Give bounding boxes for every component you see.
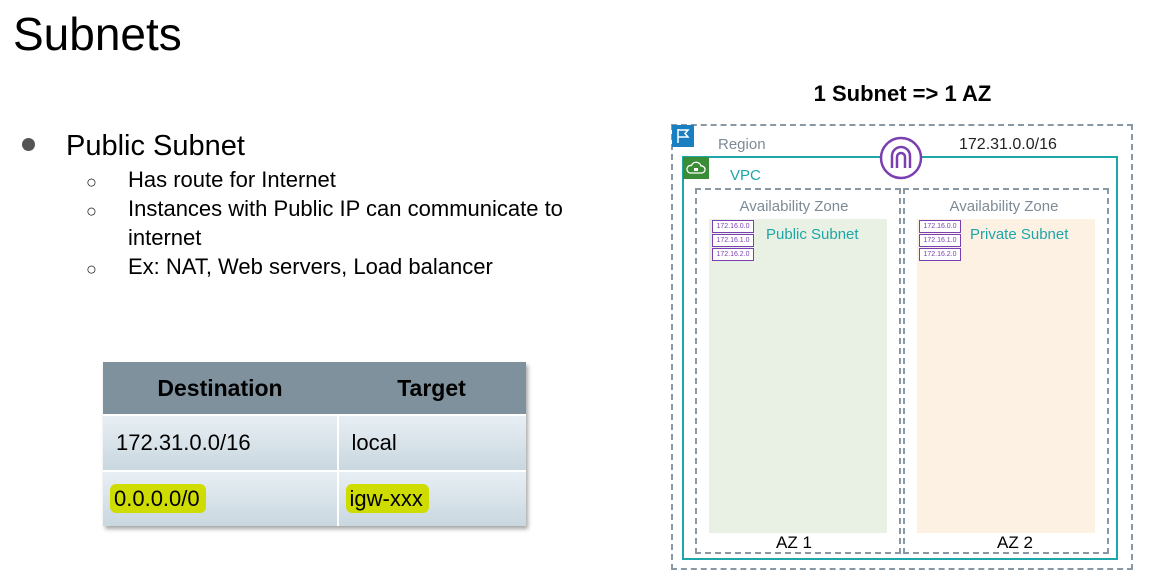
subbullet-public-ip: Instances with Public IP can communicate… bbox=[128, 196, 563, 221]
header-destination: Destination bbox=[103, 362, 338, 415]
subbullet-public-ip-cont: internet bbox=[128, 225, 202, 250]
cell-destination: 172.31.0.0/16 bbox=[103, 414, 339, 471]
availability-zone-label: Availability Zone bbox=[949, 198, 1059, 215]
subnet-cidr-badge: 172.16.2.0 bbox=[919, 248, 961, 261]
subbullet-mark: ○ bbox=[86, 201, 97, 221]
public-subnet-area bbox=[709, 219, 887, 533]
az-name: AZ 1 bbox=[776, 533, 812, 552]
subnet-cidr-badge: 172.16.1.0 bbox=[712, 234, 754, 247]
bullet-public-subnet: Public Subnet bbox=[66, 130, 245, 162]
subnet-cidr-badge: 172.16.0.0 bbox=[712, 220, 754, 233]
private-subnet-label: Private Subnet bbox=[970, 226, 1069, 243]
availability-zone-1 bbox=[695, 188, 901, 554]
table-row: 172.31.0.0/16 local bbox=[103, 414, 526, 471]
subbullet-mark: ○ bbox=[86, 172, 97, 192]
subnet-cidr-badge: 172.16.2.0 bbox=[712, 248, 754, 261]
availability-zone-2 bbox=[903, 188, 1109, 554]
region-label: Region bbox=[718, 136, 766, 153]
header-target: Target bbox=[337, 362, 526, 415]
subnet-cidr-badge: 172.16.0.0 bbox=[919, 220, 961, 233]
region-box bbox=[671, 124, 1133, 570]
cell-target: local bbox=[337, 414, 526, 471]
private-subnet-area bbox=[917, 219, 1095, 533]
slide-title: Subnets bbox=[13, 8, 182, 60]
availability-zone-label: Availability Zone bbox=[739, 198, 849, 215]
az-name: AZ 2 bbox=[997, 533, 1033, 552]
table-row: 0.0.0.0/0 igw-xxx bbox=[103, 470, 526, 526]
diagram-title: 1 Subnet => 1 AZ bbox=[813, 81, 992, 106]
flag-icon bbox=[672, 125, 694, 147]
cloud-lock-icon bbox=[683, 157, 709, 179]
route-table: Destination Target 172.31.0.0/16 local 0… bbox=[103, 362, 526, 526]
subbullet-examples: Ex: NAT, Web servers, Load balancer bbox=[128, 254, 493, 279]
cell-target-highlighted: igw-xxx bbox=[337, 470, 526, 526]
public-subnet-label: Public Subnet bbox=[766, 226, 859, 243]
bullet-dot bbox=[22, 138, 35, 151]
cell-destination-highlighted: 0.0.0.0/0 bbox=[103, 470, 339, 526]
subbullet-route: Has route for Internet bbox=[128, 167, 336, 192]
highlighted-destination: 0.0.0.0/0 bbox=[110, 484, 206, 513]
vpc-cidr: 172.31.0.0/16 bbox=[959, 136, 1057, 153]
subbullet-mark: ○ bbox=[86, 259, 97, 279]
highlighted-target: igw-xxx bbox=[345, 484, 429, 513]
vpc-label: VPC bbox=[730, 167, 761, 184]
internet-gateway-icon bbox=[879, 136, 923, 180]
subnet-cidr-badge: 172.16.1.0 bbox=[919, 234, 961, 247]
